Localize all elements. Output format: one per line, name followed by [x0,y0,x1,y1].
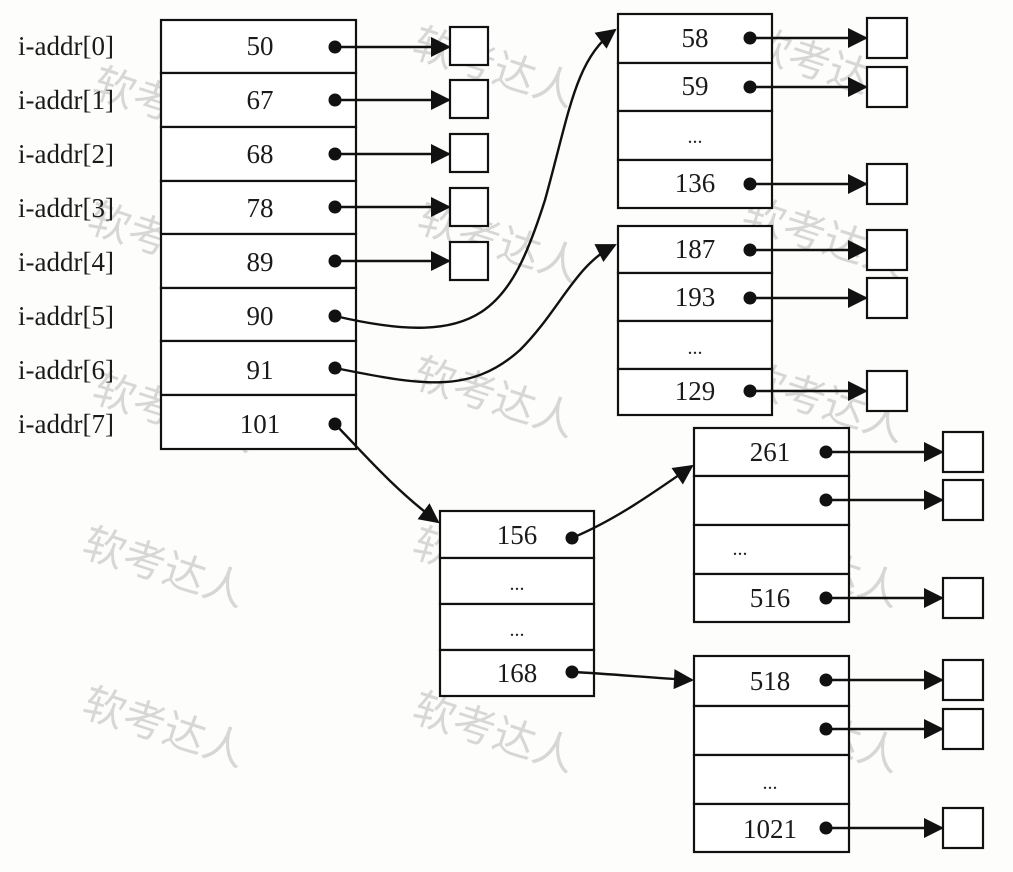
data-block [865,228,909,272]
i-addr-label: i-addr[7] [18,409,114,439]
i-addr-label: i-addr[6] [18,355,114,385]
block-number: 168 [497,658,538,688]
block-number: 101 [240,409,281,439]
block-number: 59 [682,71,709,101]
block-number: 67 [247,85,274,115]
watermark: 软考达人 [407,683,582,782]
ellipsis: ... [510,573,525,595]
i-addr-label: i-addr[3] [18,193,114,223]
block-number: 156 [497,520,538,550]
ellipsis: ... [688,337,703,359]
index-block-101: 156 ... ... 168 [438,509,596,698]
block-number: 129 [675,376,716,406]
block-number: 261 [750,437,791,467]
block-number: 518 [750,666,791,696]
ellipsis: ... [733,538,748,560]
inode-cell [159,393,358,451]
inode-cell [159,286,358,343]
i-addr-label: i-addr[4] [18,247,114,277]
index-cell [692,753,851,806]
data-block [941,478,985,522]
inode-cell [159,179,358,236]
ellipsis: ... [510,619,525,641]
direct-pointers [335,25,490,282]
block-number: 1021 [743,814,797,844]
i-addr-label: i-addr[1] [18,85,114,115]
data-block [865,276,909,320]
data-block [865,369,909,413]
double-indirect-pointer-arrow [571,464,694,540]
index-cell [692,523,851,576]
inode-cell [159,339,358,397]
double-indirect-pointer-arrow [334,423,440,524]
indirect-pointer-arrow [334,243,617,384]
data-block [448,25,490,67]
data-block [448,132,490,174]
i-addr-label: i-addr[0] [18,31,114,61]
index-cell [438,602,596,652]
data-block [941,806,985,850]
block-number: 78 [247,193,274,223]
block-number: 50 [247,31,274,61]
block-number: 58 [682,23,709,53]
index-cell [438,648,596,698]
indirect-pointer-arrow [334,28,617,329]
block-number: 136 [675,168,716,198]
block-number: 187 [675,234,716,264]
data-block [865,162,909,206]
inode-address-table: i-addr[0] i-addr[1] i-addr[2] i-addr[3] … [18,18,358,451]
ellipsis: ... [688,126,703,148]
index-cell [616,319,774,371]
watermark: 软考达人 [77,518,252,617]
data-block [941,576,985,620]
watermark: 软考达人 [407,348,582,447]
block-number: 91 [247,355,274,385]
data-block [448,240,490,282]
block-number: 68 [247,139,274,169]
index-cell [616,271,774,323]
data-block [941,707,985,751]
watermark: 软考达人 [77,678,252,777]
block-number: 193 [675,282,716,312]
index-block-168: 518 ... 1021 [692,654,985,854]
block-number: 90 [247,301,274,331]
index-block-91: 187 193 ... 129 [616,224,909,417]
index-block-90: 58 59 ... 136 [616,12,909,210]
data-block [448,78,490,120]
i-addr-label: i-addr[5] [18,301,114,331]
data-block [941,430,985,474]
data-block [865,16,909,60]
inode-cell [159,18,358,75]
block-number: 516 [750,583,791,613]
data-block [448,186,490,228]
ellipsis: ... [763,772,778,794]
data-block [865,65,909,109]
index-block-156: 261 ... 516 [692,426,985,624]
data-block [941,658,985,702]
double-indirect-pointer-arrow [571,669,694,690]
i-addr-label: i-addr[2] [18,139,114,169]
block-number: 89 [247,247,274,277]
inode-cell [159,125,358,183]
inode-cell [159,232,358,290]
watermark: 软考达人 [407,18,582,117]
